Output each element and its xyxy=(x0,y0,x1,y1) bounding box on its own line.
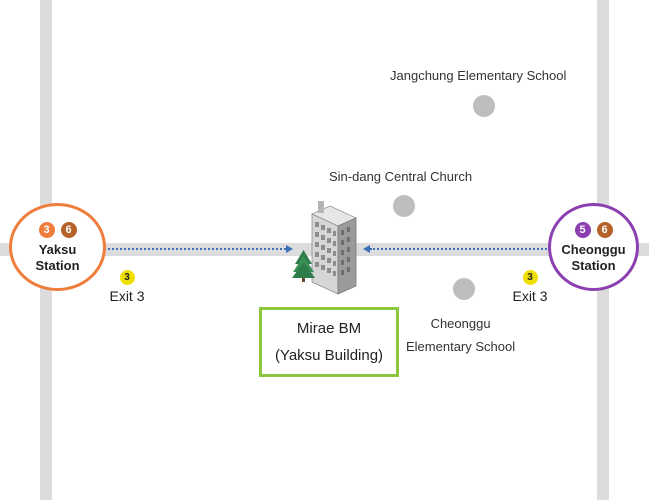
cheonggu-station-name: Cheonggu Station xyxy=(551,242,636,274)
walking-route-arrow-icon xyxy=(286,245,293,253)
exit-label: Exit 3 xyxy=(512,288,548,304)
cheonggu-station-marker[interactable]: 5 6 Cheonggu Station xyxy=(548,203,639,291)
destination-label-box: Mirae BM (Yaksu Building) xyxy=(259,307,399,377)
yaksu-station-name-line2: Station xyxy=(35,258,80,273)
cheonggu-school-label-line2: Elementary School xyxy=(406,339,516,354)
cheonggu-exit-3: 3 Exit 3 xyxy=(505,270,555,304)
exit-number-badge: 3 xyxy=(119,270,135,285)
sindang-church-label: Sin-dang Central Church xyxy=(329,169,473,184)
jangchung-school-label: Jangchung Elementary School xyxy=(390,68,567,83)
cheonggu-school-marker xyxy=(453,278,475,300)
cheonggu-school-label: Cheonggu Elementary School xyxy=(406,312,515,358)
cheonggu-school-label-line1: Cheonggu xyxy=(430,316,491,331)
yaksu-line-badges: 3 6 xyxy=(12,222,103,238)
exit-label: Exit 3 xyxy=(109,288,145,304)
walking-route-arrow-icon xyxy=(363,245,370,253)
yaksu-exit-3: 3 Exit 3 xyxy=(102,270,152,304)
line-5-badge: 5 xyxy=(574,222,591,238)
exit-number-badge: 3 xyxy=(522,270,538,285)
line-6-badge: 6 xyxy=(596,222,613,238)
yaksu-station-name: Yaksu Station xyxy=(12,242,103,274)
cheonggu-station-name-line1: Cheonggu xyxy=(561,242,626,257)
building-icon xyxy=(292,201,357,295)
yaksu-station-marker[interactable]: 3 6 Yaksu Station xyxy=(9,203,106,291)
line-6-badge: 6 xyxy=(60,222,77,238)
cheonggu-line-badges: 5 6 xyxy=(551,222,636,238)
cheonggu-station-name-line2: Station xyxy=(571,258,616,273)
walking-route-from-cheonggu xyxy=(370,248,550,250)
sindang-church-marker xyxy=(393,195,415,217)
jangchung-school-marker xyxy=(473,95,495,117)
destination-building-name: (Yaksu Building) xyxy=(274,347,384,364)
line-3-badge: 3 xyxy=(38,222,55,238)
walking-route-from-yaksu xyxy=(100,248,286,250)
tree-icon xyxy=(292,250,315,282)
yaksu-station-name-line1: Yaksu xyxy=(38,242,77,257)
destination-name: Mirae BM xyxy=(296,320,362,337)
